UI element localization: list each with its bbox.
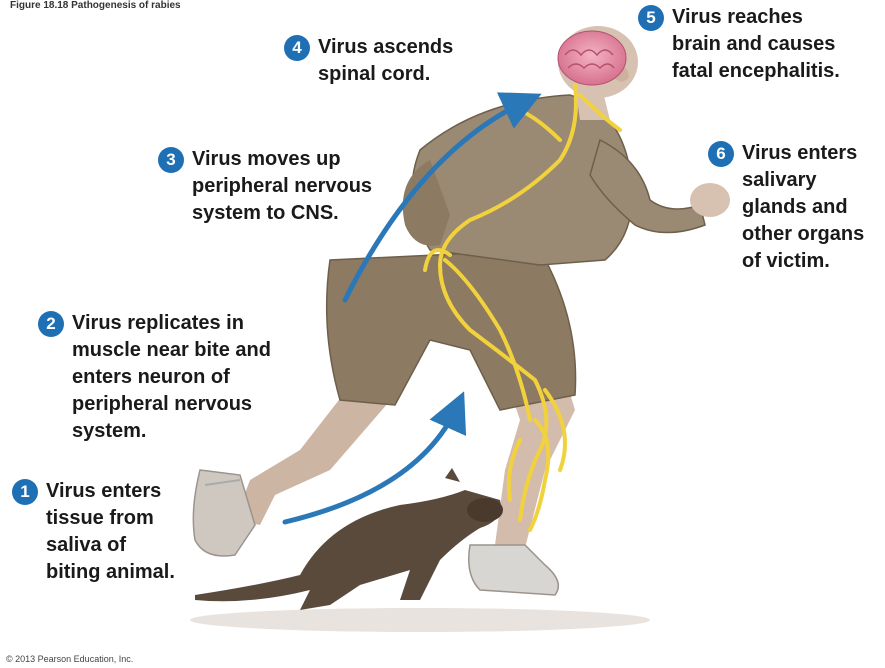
ground-shadow xyxy=(190,608,650,632)
step-6: 6 Virus enters salivary glands and other… xyxy=(708,140,864,275)
step-2: 2 Virus replicates in muscle near bite a… xyxy=(38,310,271,445)
brain xyxy=(558,31,626,85)
step-6-line-1: Virus enters xyxy=(742,140,864,167)
step-5-badge: 5 xyxy=(638,5,664,31)
step-1: 1 Virus enters tissue from saliva of bit… xyxy=(12,478,175,586)
step-1-badge: 1 xyxy=(12,479,38,505)
step-2-line-3: enters neuron of xyxy=(72,364,271,391)
step-3-line-1: Virus moves up xyxy=(192,146,372,173)
step-6-line-5: of victim. xyxy=(742,248,864,275)
step-2-badge: 2 xyxy=(38,311,64,337)
step-6-badge: 6 xyxy=(708,141,734,167)
step-6-line-2: salivary xyxy=(742,167,864,194)
step-4-badge: 4 xyxy=(284,35,310,61)
step-1-line-2: tissue from xyxy=(46,505,175,532)
step-3-badge: 3 xyxy=(158,147,184,173)
step-3-line-3: system to CNS. xyxy=(192,200,372,227)
step-4: 4 Virus ascends spinal cord. xyxy=(284,34,453,88)
step-1-line-3: saliva of xyxy=(46,532,175,559)
step-5-line-2: brain and causes xyxy=(672,31,840,58)
step-6-line-4: other organs xyxy=(742,221,864,248)
step-2-line-4: peripheral nervous xyxy=(72,391,271,418)
step-2-line-5: system. xyxy=(72,418,271,445)
step-2-line-2: muscle near bite and xyxy=(72,337,271,364)
step-4-line-1: Virus ascends xyxy=(318,34,453,61)
step-1-line-4: biting animal. xyxy=(46,559,175,586)
step-3-line-2: peripheral nervous xyxy=(192,173,372,200)
step-4-line-2: spinal cord. xyxy=(318,61,453,88)
step-3: 3 Virus moves up peripheral nervous syst… xyxy=(158,146,372,227)
copyright-credit: © 2013 Pearson Education, Inc. xyxy=(6,654,133,664)
step-6-line-3: glands and xyxy=(742,194,864,221)
step-5-line-3: fatal encephalitis. xyxy=(672,58,840,85)
step-5-line-1: Virus reaches xyxy=(672,4,840,31)
step-2-line-1: Virus replicates in xyxy=(72,310,271,337)
step-1-line-1: Virus enters xyxy=(46,478,175,505)
step-5: 5 Virus reaches brain and causes fatal e… xyxy=(638,4,840,85)
